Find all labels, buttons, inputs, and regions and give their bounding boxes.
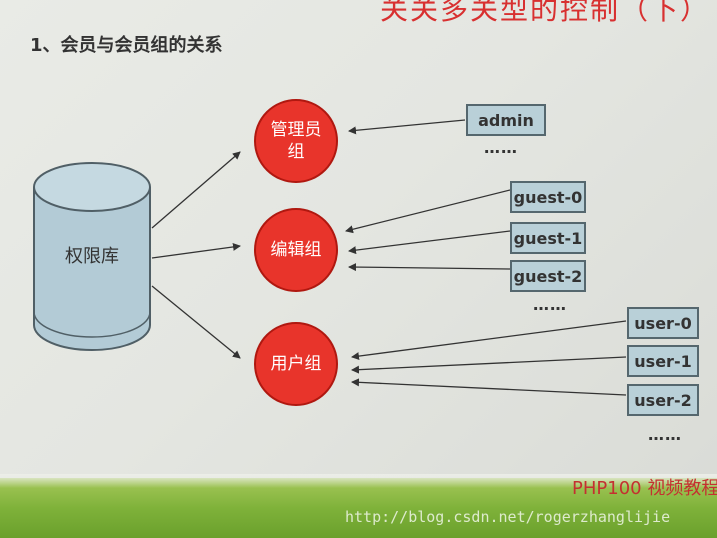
footer-fade xyxy=(0,474,717,488)
admin-group-label: 管理员组 xyxy=(270,120,322,162)
database-cylinder-icon xyxy=(33,162,151,351)
guest-ellipsis: …… xyxy=(533,295,567,314)
arrow-user-0 xyxy=(351,320,627,361)
member-admin: admin xyxy=(466,104,546,136)
arrow-guest-0 xyxy=(345,189,511,234)
brand-label: PHP100 视频教程 xyxy=(572,478,717,499)
member-guest-1: guest-1 xyxy=(510,222,586,254)
member-guest-2: guest-2 xyxy=(510,260,586,292)
permission-database: 权限库 xyxy=(33,162,151,352)
member-user-2: user-2 xyxy=(627,384,699,416)
arrow-db-to-user-group xyxy=(151,285,241,359)
arrow-admin xyxy=(348,119,466,135)
admin-group-node: 管理员组 xyxy=(254,99,338,183)
arrow-guest-1 xyxy=(348,230,511,255)
member-user-0: user-0 xyxy=(627,307,699,339)
arrow-db-to-editor-group xyxy=(151,242,241,259)
admin-ellipsis: …… xyxy=(484,138,518,157)
member-user-1: user-1 xyxy=(627,345,699,377)
slide-title: 关关多关型的控制（下） xyxy=(380,0,711,26)
arrow-db-to-admin-group xyxy=(151,151,241,229)
editor-group-label: 编辑组 xyxy=(270,240,322,260)
slide-subtitle: 1、会员与会员组的关系 xyxy=(30,35,223,56)
user-ellipsis: …… xyxy=(648,425,682,444)
arrow-user-1 xyxy=(351,356,627,374)
member-guest-0: guest-0 xyxy=(510,181,586,213)
user-group-label: 用户组 xyxy=(270,354,322,374)
footer-band xyxy=(0,478,717,538)
watermark-url: http://blog.csdn.net/rogerzhanglijie xyxy=(345,508,671,526)
editor-group-node: 编辑组 xyxy=(254,208,338,292)
database-label: 权限库 xyxy=(65,246,119,267)
arrow-user-2 xyxy=(351,378,627,396)
arrow-guest-2 xyxy=(348,263,511,272)
user-group-node: 用户组 xyxy=(254,322,338,406)
